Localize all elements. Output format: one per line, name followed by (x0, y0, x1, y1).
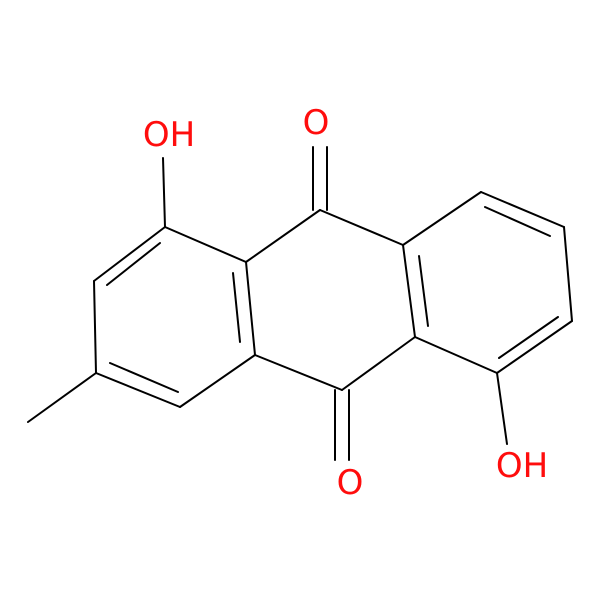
bond (245, 209, 321, 263)
atom-label-o-bottom: O (337, 463, 364, 503)
bond (402, 191, 482, 246)
atom-label-oh-bottom: OH (496, 446, 548, 486)
bond (164, 226, 247, 263)
bond-inner (484, 206, 551, 237)
bond (563, 226, 573, 322)
bond (496, 320, 573, 374)
bond (93, 226, 166, 282)
bond-inner (106, 242, 161, 286)
bonds (27, 146, 573, 461)
bond (93, 280, 97, 374)
bond-inner (232, 272, 241, 343)
atom-labels: OH O O OH (143, 103, 548, 503)
bond (95, 372, 181, 408)
bond (402, 244, 416, 338)
bond-inner (418, 255, 429, 327)
bond (245, 261, 256, 356)
bond-oh-top (162, 157, 166, 228)
atom-label-oh-top: OH (143, 115, 195, 155)
bond (341, 336, 416, 391)
bond (179, 354, 256, 408)
bond-inner (109, 362, 179, 393)
bond (319, 209, 404, 246)
bond-methyl (27, 372, 97, 423)
bond (480, 191, 565, 228)
bond (254, 354, 343, 391)
atom-label-o-top: O (303, 103, 330, 143)
bond-inner (498, 316, 559, 359)
bond (414, 336, 498, 374)
bond-oh-bottom (496, 372, 508, 445)
